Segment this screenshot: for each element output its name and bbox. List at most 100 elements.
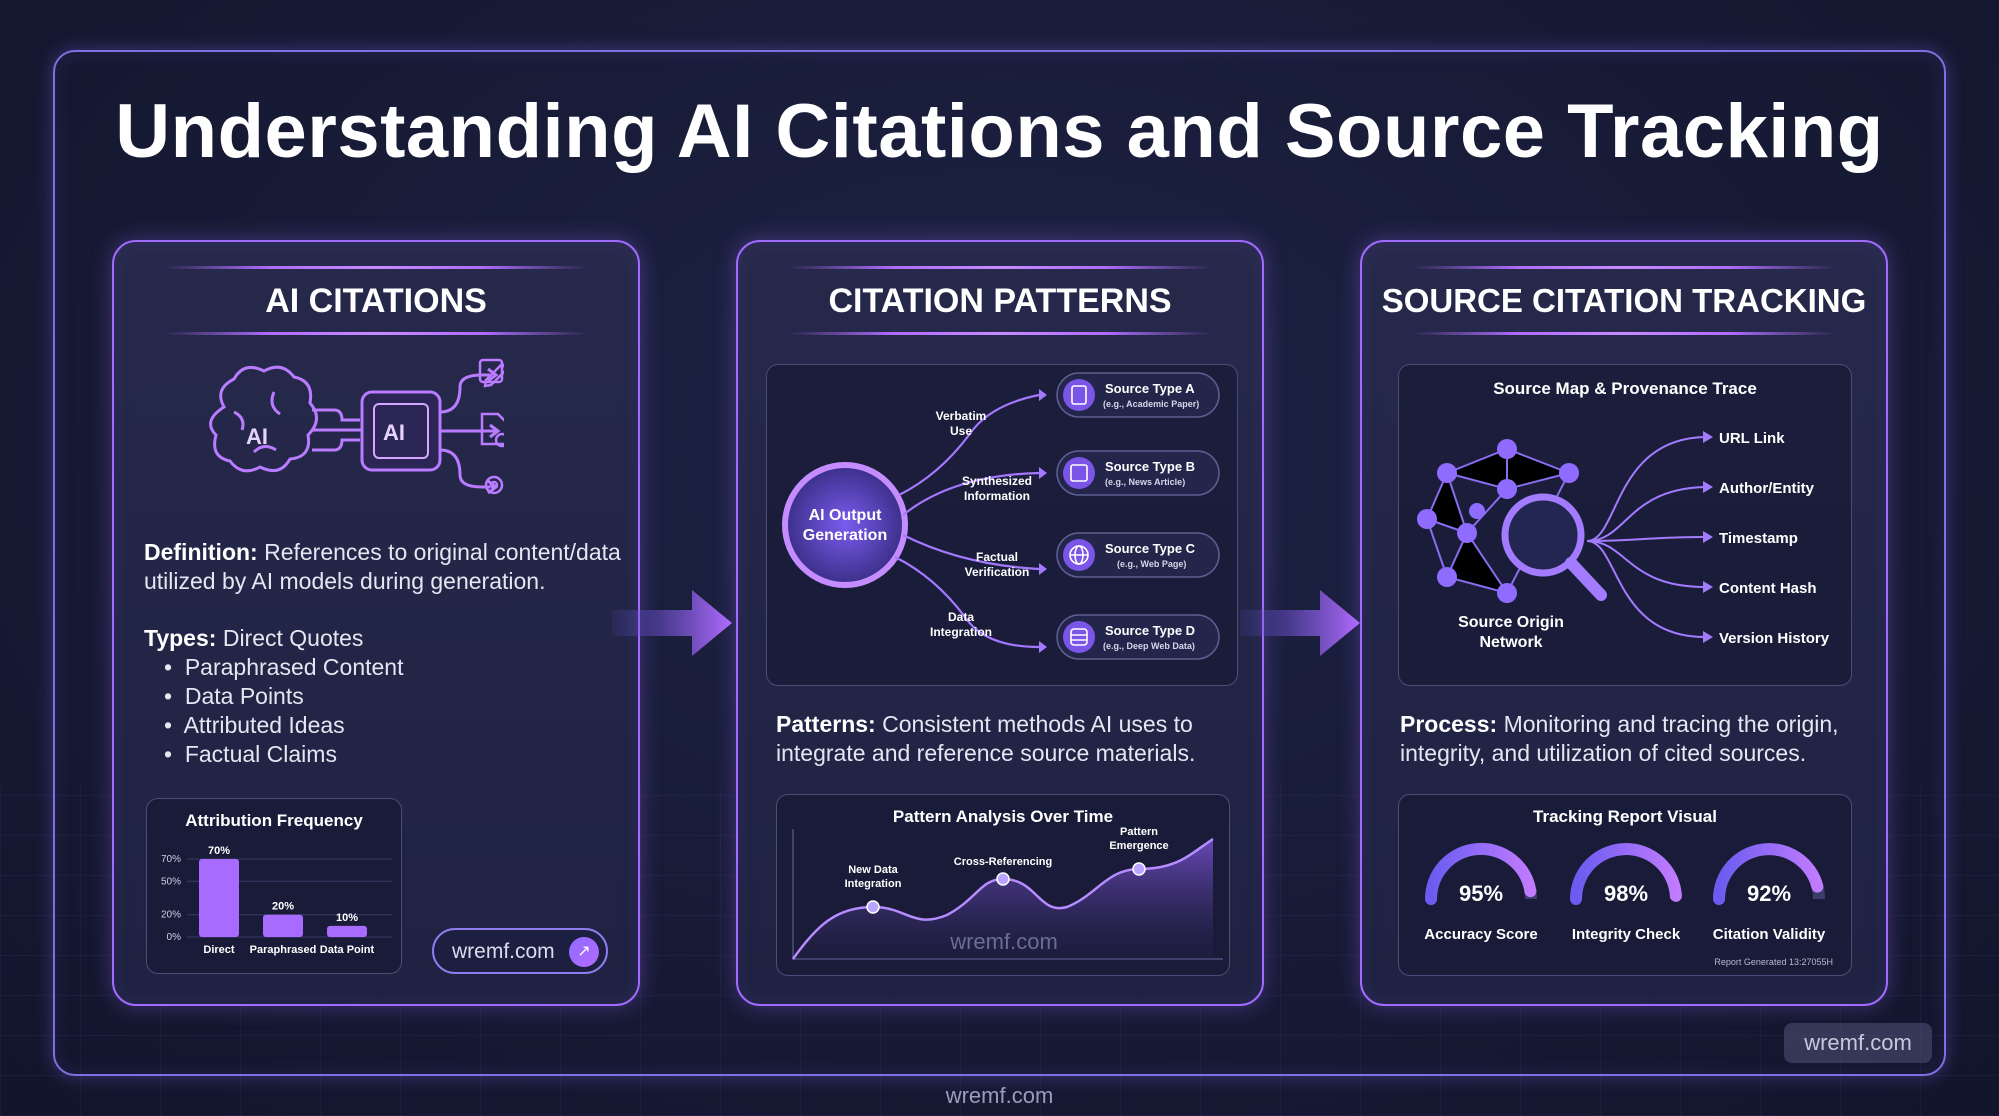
- source-desc: (e.g., Deep Web Data): [1103, 641, 1195, 651]
- corner-watermark: wremf.com: [1784, 1023, 1932, 1063]
- network-nodes: [1417, 439, 1579, 603]
- chart-point: [996, 872, 1010, 886]
- gauge-fill: [1570, 843, 1682, 905]
- hub-label-2: Generation: [803, 527, 887, 544]
- gear-icon: [484, 475, 504, 495]
- process-text: Process: Monitoring and tracing the orig…: [1400, 710, 1870, 768]
- source-card-d[interactable]: Source Type D (e.g., Deep Web Data): [1056, 614, 1220, 660]
- svg-text:Integration: Integration: [930, 625, 992, 639]
- source-name: Source Type B: [1105, 459, 1195, 474]
- page-title: Understanding AI Citations and Source Tr…: [115, 89, 1884, 174]
- brain-icon: [209, 365, 318, 473]
- chart-point: [1132, 862, 1146, 876]
- types-list: Types: Direct Quotes • Paraphrased Conte…: [144, 624, 604, 769]
- source-card-a[interactable]: Source Type A (e.g., Academic Paper): [1056, 372, 1220, 418]
- types-first: Direct Quotes: [222, 625, 364, 651]
- svg-text:Information: Information: [964, 489, 1030, 503]
- svg-text:Verification: Verification: [965, 565, 1030, 579]
- pattern-area-chart: New Data Integration Cross-Referencing P…: [791, 826, 1223, 960]
- ai-output-hub: [782, 462, 908, 588]
- chart-area: [793, 839, 1213, 959]
- svg-text:Verbatim: Verbatim: [936, 409, 987, 423]
- report-title: Tracking Report Visual: [1533, 807, 1717, 826]
- trace-item-timestamp: Timestamp: [1719, 530, 1798, 547]
- connector-lines: [312, 408, 362, 452]
- panel-glow-line: [1412, 266, 1836, 269]
- pattern-analysis-box: Pattern Analysis Over Time New Data Inte…: [776, 794, 1230, 976]
- wremf-link-button[interactable]: wremf.com ↗: [432, 928, 608, 974]
- category-label: Direct: [203, 944, 235, 956]
- list-item-text: Attributed Ideas: [183, 712, 345, 738]
- gauge-label: Citation Validity: [1713, 926, 1826, 943]
- flow-arrow-icon: [612, 590, 732, 656]
- source-card-c[interactable]: Source Type C (e.g., Web Page): [1056, 532, 1220, 578]
- bar-value-label: 20%: [272, 901, 294, 913]
- citation-flow-box: AI Output Generation Verbatim Use Synthe…: [766, 364, 1238, 686]
- brain-label: AI: [246, 424, 268, 449]
- chart-title: Attribution Frequency: [185, 811, 363, 830]
- panel-glow-line: [164, 332, 588, 335]
- patterns-body: Consistent methods AI uses to integrate …: [776, 711, 1196, 766]
- trace-item-url: URL Link: [1719, 430, 1785, 447]
- annotation-new-data-2: Integration: [845, 878, 902, 890]
- news-icon: [1070, 464, 1088, 482]
- y-tick-label: 0%: [167, 932, 182, 943]
- provenance-diagram: Source Origin Network URL Link Author/En…: [1417, 430, 1830, 651]
- list-item: • Data Points: [164, 683, 304, 709]
- attribution-chart-box: Attribution Frequency 0%20%50%70%70%Dire…: [146, 798, 402, 974]
- definition-label: Definition:: [144, 539, 258, 565]
- network-label-2: Network: [1479, 634, 1542, 651]
- bar: [263, 914, 303, 937]
- trace-item-hash: Content Hash: [1719, 580, 1817, 597]
- panel-ai-citations: AI CITATIONS AI AI: [112, 240, 640, 1006]
- y-tick-label: 20%: [161, 910, 181, 921]
- magnifier-icon: [1501, 493, 1607, 601]
- button-label: wremf.com: [452, 940, 555, 963]
- category-label: Paraphrased: [250, 944, 317, 956]
- branch-label-factual: Factual Verification: [965, 550, 1030, 579]
- search-document-icon: [480, 412, 504, 448]
- arrow-up-right-icon: ↗: [569, 937, 599, 967]
- svg-text:Use: Use: [950, 424, 972, 438]
- source-desc: (e.g., News Article): [1105, 477, 1185, 487]
- source-name: Source Type A: [1105, 381, 1195, 396]
- y-tick-label: 70%: [161, 854, 181, 865]
- types-label: Types:: [144, 625, 217, 651]
- list-item-text: Factual Claims: [184, 741, 337, 767]
- map-title: Source Map & Provenance Trace: [1493, 379, 1757, 398]
- source-name: Source Type C: [1105, 541, 1196, 556]
- list-item-text: Paraphrased Content: [184, 654, 404, 680]
- process-body: Monitoring and tracing the origin, integ…: [1400, 711, 1839, 766]
- report-footer: Report Generated 13:27055H: [1714, 957, 1833, 967]
- trace-item-version: Version History: [1719, 630, 1830, 647]
- panel-glow-line: [164, 266, 588, 269]
- chart-title: Pattern Analysis Over Time: [892, 807, 1114, 826]
- globe-icon: [1069, 545, 1089, 565]
- patterns-text: Patterns: Consistent methods AI uses to …: [776, 710, 1236, 768]
- patterns-label: Patterns:: [776, 711, 876, 737]
- y-tick-label: 50%: [161, 876, 181, 887]
- network-label-1: Source Origin: [1458, 614, 1564, 631]
- source-card-b[interactable]: Source Type B (e.g., News Article): [1056, 450, 1220, 496]
- gauge-value: 92%: [1747, 881, 1791, 906]
- svg-text:Synthesized: Synthesized: [962, 474, 1032, 488]
- database-icon: [1070, 628, 1088, 646]
- panel-source-tracking: SOURCE CITATION TRACKING Source Map & Pr…: [1360, 240, 1888, 1006]
- definition-text: Definition: References to original conte…: [144, 538, 624, 596]
- bar-value-label: 10%: [336, 912, 358, 924]
- annotation-pattern: Pattern: [1120, 826, 1158, 838]
- ai-process-illustration: AI AI: [209, 358, 504, 495]
- chip-label: AI: [383, 420, 405, 445]
- tracking-report-box: Tracking Report Visual 95%Accuracy Score…: [1398, 794, 1852, 976]
- bottom-watermark: wremf.com: [945, 1083, 1054, 1108]
- panel-title: AI CITATIONS: [265, 282, 487, 320]
- annotation-cross-ref: Cross-Referencing: [954, 856, 1052, 868]
- outer-frame: [53, 50, 1946, 1076]
- definition-body: References to original content/data util…: [144, 539, 621, 594]
- gauge-label: Accuracy Score: [1424, 926, 1537, 943]
- gauge-label: Integrity Check: [1572, 926, 1681, 943]
- attribution-bar-chart: 0%20%50%70%70%Direct20%Paraphrased10%Dat…: [161, 845, 392, 956]
- list-item: • Attributed Ideas: [164, 712, 345, 738]
